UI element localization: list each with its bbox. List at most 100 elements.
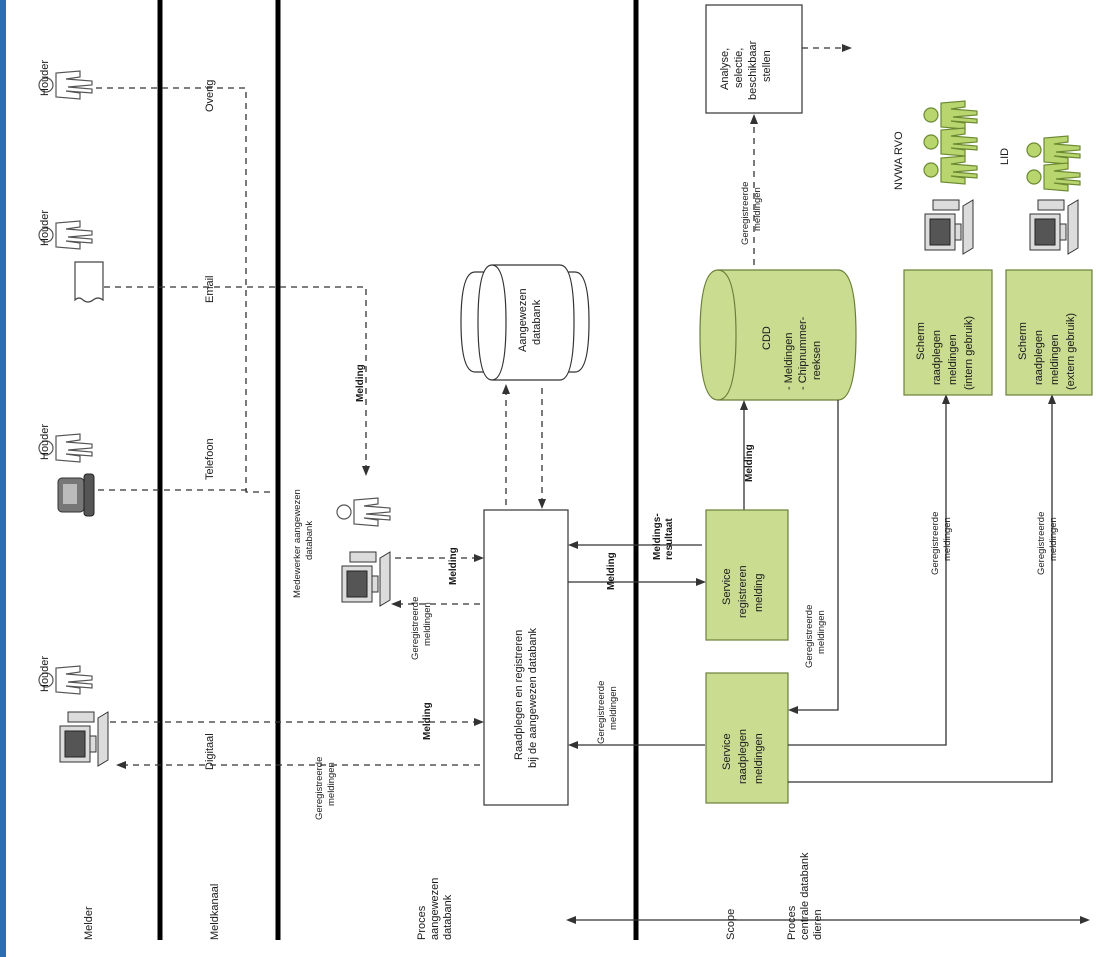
lane-label-proces-1: Proces xyxy=(416,905,428,940)
analyse-text-4: stellen xyxy=(761,50,773,82)
arrow xyxy=(1048,394,1056,404)
scherm-extern-3: meldingen xyxy=(1049,334,1061,385)
medewerker-computer-icon xyxy=(341,551,391,607)
medewerker-label-2: databank xyxy=(304,521,315,560)
cdd-title: CDD xyxy=(761,326,773,350)
flow-label-geregistreerde-1: Geregistreerde xyxy=(410,597,421,660)
arrow-email xyxy=(362,466,370,476)
channel-telefoon: Telefoon xyxy=(204,438,216,480)
actor-houder-telefoon: Houder xyxy=(38,424,93,463)
flow-label-intern-2: meldingen xyxy=(942,517,953,561)
group-label-lid: LID xyxy=(999,148,1011,165)
flow-label-cdd-raad-1: Geregistreerde xyxy=(804,605,815,668)
lane-label-scope: Scope xyxy=(725,909,737,940)
person-icon xyxy=(38,220,93,250)
box-scherm-extern: Scherm raadplegen meldingen (extern gebr… xyxy=(1005,269,1093,396)
arrow xyxy=(568,741,578,749)
arrow xyxy=(942,394,950,404)
user-group-icon-nvwa xyxy=(923,100,978,185)
flow-cdd-raadplegen xyxy=(792,400,839,711)
flow-label-melding-digitaal: Melding xyxy=(422,702,433,740)
flow-raadplegen-extern xyxy=(788,398,1053,783)
flow-label-melding-email: Melding xyxy=(355,364,366,402)
scope-arrow-right xyxy=(1080,916,1090,924)
arrow xyxy=(788,706,798,714)
lane-label-centrale-3: dieren xyxy=(812,909,824,940)
actor-houder-overig: Houder xyxy=(38,60,93,100)
arrow xyxy=(750,114,758,124)
analyse-text-2: selectie, xyxy=(733,48,745,88)
medewerker-label-1: Medewerker aangewezen xyxy=(292,489,303,598)
scherm-extern-4: (extern gebruik) xyxy=(1065,313,1077,390)
actor-medewerker: Medewerker aangewezen databank xyxy=(292,489,391,598)
flow-label-melding-cdd: Melding xyxy=(744,444,755,482)
scherm-intern-1: Scherm xyxy=(915,322,927,360)
channel-email: Email xyxy=(204,275,216,303)
box-service-registreren: Service registreren melding xyxy=(705,509,789,641)
flow-label-dig-geregistreerde-2: meldingen xyxy=(326,762,337,806)
flow-label-meldingsresultaat-2: resultaat xyxy=(664,518,675,560)
analyse-text-1: Analyse, xyxy=(719,48,731,90)
actor-houder-email: Houder xyxy=(38,210,93,250)
cdd-item-3: reeksen xyxy=(811,341,823,380)
actor-label: Houder xyxy=(39,60,51,96)
lane-label-proces-2: aangewezen xyxy=(429,878,441,940)
group-label-nvwa-rvo: NVWA RVO xyxy=(893,131,905,190)
arrow xyxy=(568,541,578,549)
box-text-2: bij de aangewezen databank xyxy=(527,627,539,768)
actor-houder-digitaal: Houder xyxy=(38,656,93,695)
cdd-item-2: - Chipnummer- xyxy=(797,316,809,390)
flow-label-meldingsresultaat-1: Meldings- xyxy=(652,513,663,560)
box-service-raadplegen: Service raadplegen meldingen xyxy=(705,672,789,804)
box-text-1: Raadplegen en registreren xyxy=(513,630,525,760)
person-icon xyxy=(38,433,93,463)
lane-label-proces-3: databank xyxy=(442,894,454,940)
computer-icon xyxy=(59,711,109,767)
arrow xyxy=(474,718,484,726)
arrow xyxy=(474,554,484,562)
flow-label-cdd-raad-2: meldingen xyxy=(816,610,827,654)
service-raad-1: Service xyxy=(721,733,733,770)
lane-label-centrale-2: centrale databank xyxy=(799,852,811,940)
flow-label-melding-service: Melding xyxy=(606,552,617,590)
person-icon xyxy=(38,665,93,695)
service-reg-1: Service xyxy=(721,568,733,605)
flow-label-back-1: Geregistreerde xyxy=(596,681,607,744)
lane-label-centrale-1: Proces xyxy=(786,905,798,940)
flow-label-analyse-1: Geregistreerde xyxy=(740,182,751,245)
arrow xyxy=(391,600,401,608)
box-analyse: Analyse, selectie, beschikbaar stellen xyxy=(705,4,803,114)
edge-strip xyxy=(0,0,6,957)
arrow xyxy=(842,44,852,52)
arrow xyxy=(116,761,126,769)
computer-icon-nvwa xyxy=(924,199,974,255)
flow-overig xyxy=(96,87,270,493)
flow-raadplegen-intern xyxy=(788,398,947,746)
arrow xyxy=(740,400,748,410)
scope-arrow-left xyxy=(566,916,576,924)
person-icon xyxy=(336,497,391,527)
flow-label-intern-1: Geregistreerde xyxy=(930,512,941,575)
flow-email xyxy=(104,286,367,470)
actor-label: Houder xyxy=(39,210,51,246)
box-scherm-intern: Scherm raadplegen meldingen (intern gebr… xyxy=(903,269,993,396)
telephone-icon xyxy=(57,473,95,517)
cylinder-text-2: databank xyxy=(531,299,543,345)
cdd-databank: CDD - Meldingen - Chipnummer- reeksen xyxy=(699,269,857,401)
service-reg-3: melding xyxy=(753,573,765,612)
scherm-intern-2: raadplegen xyxy=(931,330,943,385)
actor-label: Houder xyxy=(39,656,51,692)
service-reg-2: registreren xyxy=(737,565,749,618)
arrow xyxy=(538,499,546,509)
lane-label-melder: Melder xyxy=(83,906,95,940)
flow-label-dig-geregistreerde-1: Geregistreerde xyxy=(314,757,325,820)
flow-label-analyse-2: meldingen xyxy=(752,187,763,231)
user-group-icon-lid xyxy=(1026,135,1081,192)
person-icon xyxy=(38,70,93,100)
flow-label-extern-2: meldingen xyxy=(1048,517,1059,561)
flow-label-melding-medewerker: Melding xyxy=(448,547,459,585)
flow-label-back-2: meldingen xyxy=(608,686,619,730)
scherm-intern-4: (intern gebruik) xyxy=(963,316,975,390)
cdd-item-1: - Meldingen xyxy=(783,333,795,390)
